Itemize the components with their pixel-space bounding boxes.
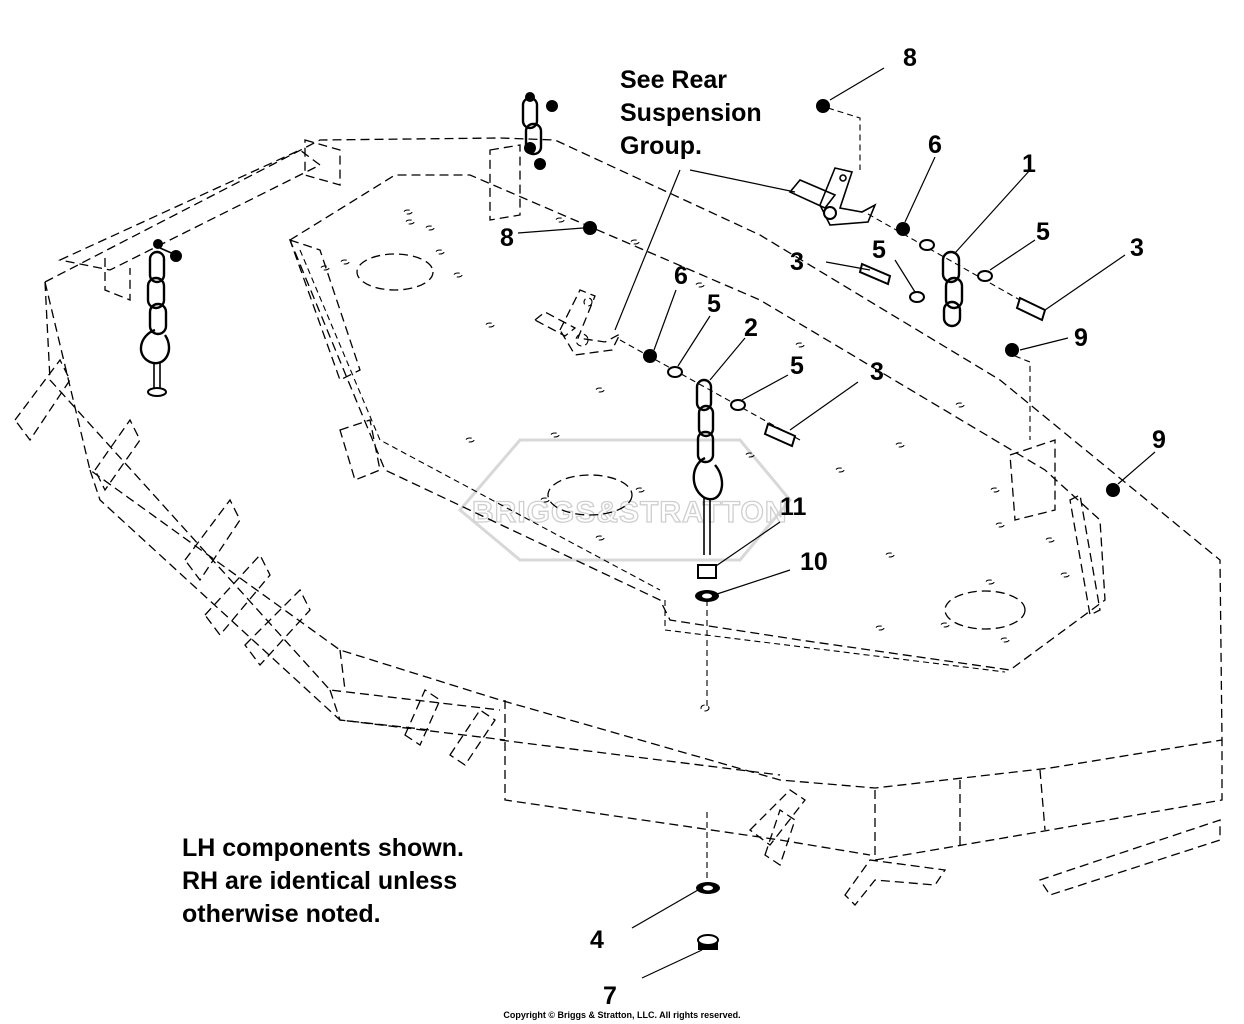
callout-1: 1 xyxy=(1022,150,1036,178)
lh-note-line-2: RH are identical unless xyxy=(182,867,458,895)
rear-suspension-note: See Rear Suspension Group. xyxy=(620,64,762,163)
left-nut xyxy=(583,221,597,235)
callout-3-upper-left: 3 xyxy=(790,248,804,276)
callouts: 8 6 1 5 3 3 5 9 9 8 6 5 2 5 3 11 10 4 7 xyxy=(500,44,1166,1010)
callout-8-left: 8 xyxy=(500,224,514,252)
callout-9-upper: 9 xyxy=(1074,324,1088,352)
leader-lines xyxy=(517,67,1156,979)
callout-5-lower-left: 5 xyxy=(707,290,721,318)
callout-6-lower: 6 xyxy=(674,262,688,290)
left-hanger-chain xyxy=(139,239,182,397)
lh-components-note: LH components shown. RH are identical un… xyxy=(182,832,464,931)
rear-suspension-arm-upper xyxy=(788,167,877,226)
rear-suspension-arm-lower xyxy=(533,289,622,356)
copyright-text: Copyright © Briggs & Stratton, LLC. All … xyxy=(503,1010,741,1020)
callout-3-lower: 3 xyxy=(870,358,884,386)
right-nut xyxy=(1106,483,1120,497)
upper-hardware xyxy=(816,99,1047,440)
callout-10: 10 xyxy=(800,548,828,576)
callout-6-upper: 6 xyxy=(928,131,942,159)
callout-7: 7 xyxy=(603,982,617,1010)
lh-note-line-1: LH components shown. xyxy=(182,834,464,862)
lower-hardware xyxy=(619,339,801,950)
rear-note-line-3: Group. xyxy=(620,132,702,160)
rear-hanger-chain xyxy=(521,92,558,170)
rear-note-line-1: See Rear xyxy=(620,66,728,94)
callout-5-upper-left: 5 xyxy=(872,236,886,264)
rear-note-line-2: Suspension xyxy=(620,99,762,127)
callout-11: 11 xyxy=(780,493,807,521)
mower-deck xyxy=(14,137,1223,906)
callout-4: 4 xyxy=(590,926,604,954)
callout-5-upper-right: 5 xyxy=(1036,218,1050,246)
watermark-logo: BRIGGS&STRATTON xyxy=(457,438,792,562)
callout-3-upper-right: 3 xyxy=(1130,234,1144,262)
callout-2: 2 xyxy=(744,314,758,342)
callout-9-right: 9 xyxy=(1152,426,1166,454)
callout-8-upper: 8 xyxy=(903,44,917,72)
callout-5-lower-right: 5 xyxy=(790,352,804,380)
lh-note-line-3: otherwise noted. xyxy=(182,900,381,928)
